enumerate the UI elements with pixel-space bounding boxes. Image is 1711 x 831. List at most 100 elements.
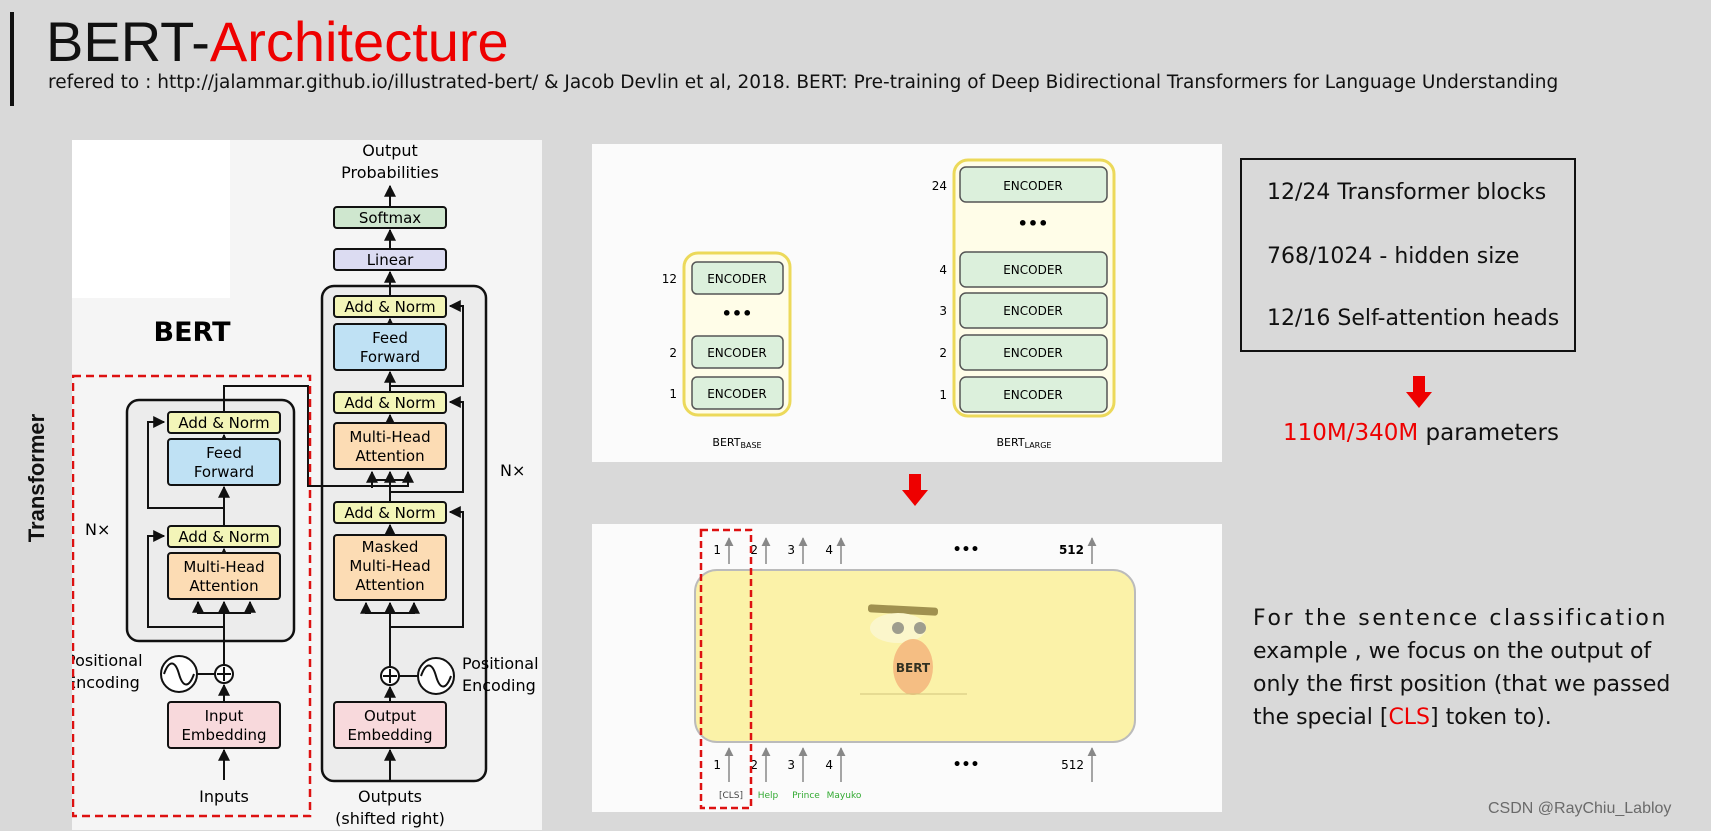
encoder-feed-forward xyxy=(167,438,281,486)
svg-text:ENCODER: ENCODER xyxy=(1003,388,1063,402)
down-arrow-middle xyxy=(902,474,928,506)
svg-text:1: 1 xyxy=(939,388,947,402)
svg-text:2: 2 xyxy=(750,543,758,557)
spec-hidden-size: 768/1024 - hidden size xyxy=(1267,244,1520,269)
down-arrow-right xyxy=(1406,376,1432,408)
parameter-count: 110M/340M parameters xyxy=(1283,420,1559,446)
svg-text:Add & Norm: Add & Norm xyxy=(344,504,435,522)
svg-text:Attention: Attention xyxy=(355,447,424,465)
token-help: Help xyxy=(758,791,779,801)
svg-text:•••: ••• xyxy=(1018,214,1049,233)
outputs-label-2: (shifted right) xyxy=(335,809,445,828)
svg-text:Add & Norm: Add & Norm xyxy=(178,528,269,546)
output-embedding-box xyxy=(333,701,447,749)
outputs-label-1: Outputs xyxy=(358,787,422,806)
svg-text:•••: ••• xyxy=(953,542,980,558)
svg-text:2: 2 xyxy=(939,346,947,360)
encoder-self-attention xyxy=(167,552,281,600)
page-title: BERT-Architecture xyxy=(46,10,509,73)
decoder-masked-attention xyxy=(333,534,447,601)
svg-text:Forward: Forward xyxy=(360,348,420,366)
svg-text:Add & Norm: Add & Norm xyxy=(178,414,269,432)
title-accent-bar xyxy=(10,12,14,106)
svg-text:Embedding: Embedding xyxy=(181,726,266,744)
decoder-feed-forward xyxy=(333,323,447,371)
svg-text:4: 4 xyxy=(825,543,833,557)
linear-label: Linear xyxy=(367,251,414,269)
svg-text:ENCODER: ENCODER xyxy=(707,387,767,401)
bert-large-encoder-3 xyxy=(959,292,1108,329)
bert-base-encoder-1 xyxy=(691,376,784,410)
svg-text:3: 3 xyxy=(787,758,795,772)
output-prob-label-1: Output xyxy=(362,141,418,160)
svg-text:ENCODER: ENCODER xyxy=(1003,346,1063,360)
transformer-diagram: BERT Output Probabilities Softmax Linear… xyxy=(72,140,542,830)
decoder-add-norm-3 xyxy=(333,295,447,318)
bert-large-encoder-2 xyxy=(959,334,1108,371)
svg-text:1: 1 xyxy=(713,758,721,772)
bert-io-panel: BERT 1 2 3 4 512 ••• 1 2 3 4 512 ••• [CL… xyxy=(592,524,1222,812)
bert-specs-box: 12/24 Transformer blocks 768/1024 - hidd… xyxy=(1240,158,1576,352)
bert-label: BERT xyxy=(153,317,231,348)
svg-text:Positional: Positional xyxy=(72,651,143,670)
svg-text:Attention: Attention xyxy=(355,576,424,594)
svg-text:1: 1 xyxy=(713,543,721,557)
bert-base-encoder-12 xyxy=(691,261,784,295)
svg-text:BERT: BERT xyxy=(896,661,931,675)
bert-large-encoder-1 xyxy=(959,376,1108,413)
svg-text:ENCODER: ENCODER xyxy=(1003,179,1063,193)
decoder-cross-attention xyxy=(333,422,447,470)
svg-text:Add & Norm: Add & Norm xyxy=(344,298,435,316)
transformer-side-label: Transformer xyxy=(24,413,49,543)
svg-text:•••: ••• xyxy=(953,757,980,773)
svg-text:24: 24 xyxy=(932,179,947,193)
softmax-label: Softmax xyxy=(359,209,421,227)
svg-text:Encoding: Encoding xyxy=(462,676,536,695)
bert-large-encoder-4 xyxy=(959,251,1108,288)
svg-text:ENCODER: ENCODER xyxy=(707,272,767,286)
bert-base-encoder-2 xyxy=(691,335,784,369)
spec-attention-heads: 12/16 Self-attention heads xyxy=(1267,306,1560,331)
svg-text:Input: Input xyxy=(205,707,244,725)
svg-text:3: 3 xyxy=(787,543,795,557)
svg-text:12: 12 xyxy=(662,272,677,286)
watermark: CSDN @RayChiu_Labloy xyxy=(1488,800,1672,817)
svg-text:Feed: Feed xyxy=(206,444,242,462)
encoder-stack-box xyxy=(125,398,296,643)
softmax-box xyxy=(333,206,447,229)
bert-sizes-panel: ENCODER ••• ENCODER ENCODER 12 2 1 BERTB… xyxy=(592,144,1222,462)
bert-large-label: BERTLARGE xyxy=(997,436,1052,450)
svg-text:4: 4 xyxy=(939,263,947,277)
inputs-label: Inputs xyxy=(199,787,249,806)
svg-text:512: 512 xyxy=(1061,758,1084,772)
classification-description: For the sentence classification example … xyxy=(1253,606,1671,730)
bert-character: BERT xyxy=(860,604,967,695)
svg-text:Add & Norm: Add & Norm xyxy=(344,394,435,412)
svg-text:Multi-Head: Multi-Head xyxy=(349,428,430,446)
bert-large-encoder-24 xyxy=(959,166,1108,203)
encoder-add-norm-1 xyxy=(167,525,281,548)
token-cls: [CLS] xyxy=(719,791,743,801)
svg-text:512: 512 xyxy=(1059,543,1084,557)
linear-box xyxy=(333,248,447,271)
decoder-nx-label: N× xyxy=(500,461,525,480)
svg-text:ENCODER: ENCODER xyxy=(1003,263,1063,277)
token-prince: Prince xyxy=(792,791,820,801)
svg-text:ENCODER: ENCODER xyxy=(1003,304,1063,318)
output-prob-label-2: Probabilities xyxy=(341,163,439,182)
svg-text:1: 1 xyxy=(669,387,677,401)
svg-text:2: 2 xyxy=(669,346,677,360)
spec-blocks: 12/24 Transformer blocks xyxy=(1267,180,1547,205)
svg-text:Masked: Masked xyxy=(362,538,419,556)
svg-text:Feed: Feed xyxy=(372,329,408,347)
bert-base-label: BERTBASE xyxy=(712,436,761,450)
decoder-add-norm-1 xyxy=(333,501,447,524)
svg-text:Forward: Forward xyxy=(194,463,254,481)
svg-text:Embedding: Embedding xyxy=(347,726,432,744)
svg-text:4: 4 xyxy=(825,758,833,772)
token-mayuko: Mayuko xyxy=(827,791,862,801)
decoder-add-norm-2 xyxy=(333,391,447,414)
input-embedding-box xyxy=(167,701,281,749)
svg-text:2: 2 xyxy=(750,758,758,772)
svg-text:•••: ••• xyxy=(722,304,753,323)
